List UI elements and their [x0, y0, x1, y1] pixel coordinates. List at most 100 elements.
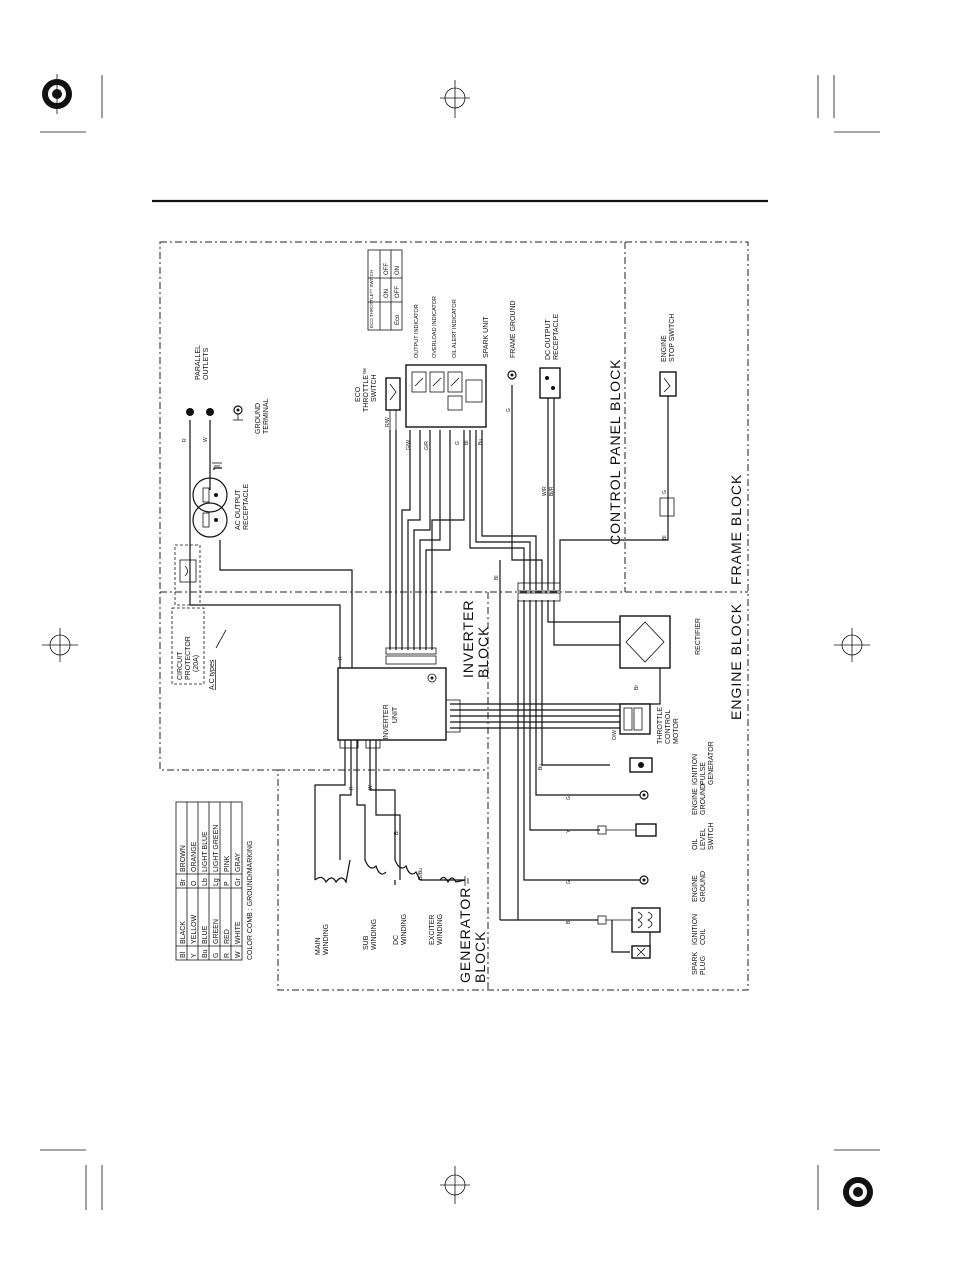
- wire-label: Bu: [538, 764, 544, 770]
- generator-block-title: GENERATOR: [457, 887, 473, 983]
- wire-label: R: [338, 656, 344, 660]
- color-name: LIGHT BLUE: [202, 831, 209, 872]
- wire-label: R: [182, 438, 188, 442]
- dc-output-receptacle: DC OUTPUT RECEPTACLE: [539, 314, 561, 399]
- parallel-outlets-label: PARALLEL: [195, 345, 202, 380]
- circuit-protector: CIRCUIT PROTECTOR (20A) A.C types: [171, 544, 227, 690]
- color-code: R: [224, 953, 231, 958]
- color-name: BROWN: [180, 845, 187, 872]
- eco-throttle-switch-label: ECO: [355, 386, 362, 402]
- engine-ground-2: ENGINE GROUND: [639, 871, 707, 902]
- crosshair-icon: [440, 80, 470, 118]
- color-name: WHITE: [235, 921, 242, 944]
- oil-alert-indicator-label: OIL ALERT INDICATOR: [452, 299, 458, 358]
- eco-table-header: ECO THROTTLE™ SWITCH: [369, 270, 374, 328]
- crosshair-icon: [440, 1166, 470, 1204]
- ignition-pulse-generator-label: GENERATOR: [708, 741, 715, 785]
- color-code: Gr: [235, 878, 242, 886]
- wire-label: Bl: [662, 536, 668, 540]
- dc-output-receptacle-label: DC OUTPUT: [545, 318, 552, 360]
- output-indicator-label: OUTPUT INDICATOR: [414, 304, 420, 358]
- eco-table-cell: Eco: [395, 314, 401, 325]
- engine-ground-label: ENGINE: [692, 875, 699, 902]
- throttle-control-motor-label: THROTTLE: [657, 707, 664, 744]
- indicator-panel: OUTPUT INDICATOR OVERLOAD INDICATOR OIL …: [405, 296, 490, 428]
- inverter-block-title: INVERTER: [460, 599, 476, 678]
- block-boundaries: [159, 241, 749, 991]
- color-name: GREEN: [213, 919, 220, 944]
- ac-output-receptacle: AC OUTPUT RECEPTACLE: [192, 462, 250, 538]
- wire-color-labels: R W R R/W G/W G/R G Bl Bu G W/R Bl/R Bl …: [182, 408, 668, 924]
- wire-label: Bl: [566, 920, 572, 924]
- engine-stop-switch: ENGINE STOP SWITCH: [659, 314, 677, 517]
- engine-block-title: ENGINE BLOCK: [728, 603, 744, 720]
- ignition-coil-label: COIL: [700, 929, 707, 945]
- wire-label: R/W: [385, 417, 391, 427]
- parallel-outlets: PARALLEL OUTLETS: [186, 345, 214, 416]
- rectifier-label: RECTIFIER: [695, 618, 702, 655]
- dc-winding-label: DC: [393, 935, 400, 945]
- circuit-protector-label: CIRCUIT: [177, 651, 184, 680]
- wire-label: W: [203, 437, 209, 442]
- exciter-winding-label: WINDING: [437, 914, 444, 945]
- wire-label: G/W: [406, 440, 412, 450]
- frame-block-title: FRAME BLOCK: [728, 474, 744, 585]
- throttle-control-motor-label: CONTROL: [665, 710, 672, 744]
- color-code: Br: [180, 878, 187, 886]
- circuit-protector-label: (20A): [193, 655, 200, 672]
- main-winding: MAIN WINDING: [314, 859, 351, 955]
- wire-label: G: [455, 441, 461, 445]
- parallel-outlets-label: OUTLETS: [203, 347, 210, 380]
- engine-stop-switch-label: ENGINE: [661, 335, 668, 362]
- wire-label: G/R: [424, 441, 430, 450]
- ground-terminal: GROUND TERMINAL: [233, 399, 270, 435]
- eco-throttle-switch-label: SWITCH: [371, 374, 378, 402]
- wire-label: Y: [566, 829, 572, 833]
- wire-label: Br: [394, 830, 400, 835]
- crosshair-icon: [834, 628, 870, 662]
- engine-ground-label: GROUND: [700, 871, 707, 902]
- color-code: G: [213, 953, 220, 958]
- exciter-winding-label: EXCITER: [429, 915, 436, 945]
- wire-label: Bl: [494, 576, 500, 580]
- registration-target-icon: [42, 74, 72, 114]
- color-name: GRAY: [235, 852, 242, 872]
- ignition-coil-label: IGNITION: [692, 914, 699, 945]
- ground-terminal-label: TERMINAL: [263, 399, 270, 435]
- wire-label: Bl/R: [549, 486, 555, 496]
- inverter-block-title: BLOCK: [475, 626, 491, 678]
- color-name: PINK: [224, 855, 231, 872]
- main-winding-label: WINDING: [323, 924, 330, 955]
- dc-output-receptacle-label: RECEPTACLE: [553, 314, 560, 360]
- eco-throttle-table: ECO THROTTLE™ SWITCH ON OFF Eco OFF ON: [367, 249, 403, 331]
- wire-label: W: [368, 785, 374, 790]
- ac-types-note: A.C types: [209, 659, 216, 690]
- spark-unit-label: SPARK UNIT: [483, 316, 490, 358]
- color-name: RED: [224, 929, 231, 944]
- color-code: Y: [191, 953, 198, 958]
- wire-label: O/W: [612, 730, 618, 740]
- throttle-control-motor: THROTTLE CONTROL MOTOR: [619, 703, 680, 744]
- wire-label: Bl/Bu: [418, 868, 424, 880]
- overload-indicator-label: OVERLOAD INDICATOR: [432, 296, 438, 358]
- rectifier: RECTIFIER: [619, 615, 702, 669]
- sub-winding: SUB WINDING: [363, 859, 387, 950]
- spark-plug: SPARK PLUG: [631, 945, 707, 975]
- registration-target-icon: [843, 1177, 873, 1207]
- exciter-winding: EXCITER WINDING: [429, 876, 469, 945]
- eco-table-cell: OFF: [384, 263, 390, 275]
- wire-label: G: [566, 880, 572, 884]
- oil-level-switch-label: OIL: [692, 839, 699, 850]
- color-legend-table: BlBLACKBrBROWNYYELLOWOORANGEBuBLUELbLIGH…: [175, 801, 254, 961]
- inverter-unit-label: UNIT: [392, 706, 399, 723]
- eco-table-cell: ON: [384, 289, 390, 298]
- wire-label: Br: [634, 685, 640, 690]
- color-name: BLACK: [180, 921, 187, 944]
- inverter-unit-label: INVERTER: [383, 704, 390, 739]
- ignition-pulse-generator: IGNITION PULSE GENERATOR: [629, 741, 715, 785]
- control-panel-block-title: CONTROL PANEL BLOCK: [607, 358, 623, 545]
- generator-block-title: BLOCK: [472, 931, 488, 983]
- color-code: O: [191, 880, 198, 886]
- eco-table-cell: OFF: [395, 286, 401, 298]
